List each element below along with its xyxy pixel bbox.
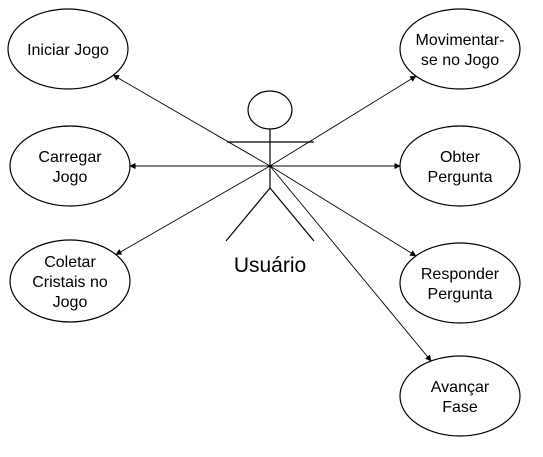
association-arrow-iniciar <box>112 74 271 167</box>
actor-usuario[interactable]: Usuário <box>225 90 315 277</box>
associations <box>112 74 432 362</box>
use-case-ellipse <box>399 125 521 207</box>
association-arrow-movimentar <box>269 75 417 167</box>
actor-name: Usuário <box>234 254 306 277</box>
use-case-ellipse <box>9 239 131 323</box>
actor-left-leg <box>225 187 271 242</box>
use-case-movimentar[interactable]: Movimentar-se no Jogo <box>399 8 521 90</box>
use-case-label-line: Avançar <box>431 379 490 396</box>
association-arrow-coletar <box>115 165 271 255</box>
use-case-label-line: Cristais no <box>32 274 108 291</box>
use-case-ellipse <box>399 355 521 437</box>
use-case-label-line: Pergunta <box>428 169 493 186</box>
use-cases: Iniciar JogoCarregarJogoColetarCristais … <box>7 8 521 437</box>
actor-right-leg <box>269 187 315 242</box>
use-case-label-line: Responder <box>421 266 500 283</box>
use-case-ellipse <box>399 8 521 90</box>
use-case-label-line: Jogo <box>53 294 88 311</box>
use-case-iniciar[interactable]: Iniciar Jogo <box>7 8 129 90</box>
use-case-label-line: Jogo <box>53 169 88 186</box>
use-case-ellipse <box>399 242 521 324</box>
use-case-ellipse <box>7 8 129 90</box>
association-arrow-responder <box>269 165 417 257</box>
actor-head <box>247 90 293 130</box>
use-case-label-line: Iniciar Jogo <box>27 42 109 59</box>
use-case-label-line: Carregar <box>38 149 102 166</box>
use-case-label-line: se no Jogo <box>421 52 499 69</box>
use-case-label-line: Fase <box>442 399 478 416</box>
use-case-ellipse <box>9 125 131 207</box>
use-case-label-line: Obter <box>440 149 481 166</box>
use-case-label-line: Pergunta <box>428 286 493 303</box>
use-case-label-line: Coletar <box>44 254 96 271</box>
use-case-label-line: Movimentar- <box>416 32 505 49</box>
association-arrow-avancar <box>269 165 432 362</box>
